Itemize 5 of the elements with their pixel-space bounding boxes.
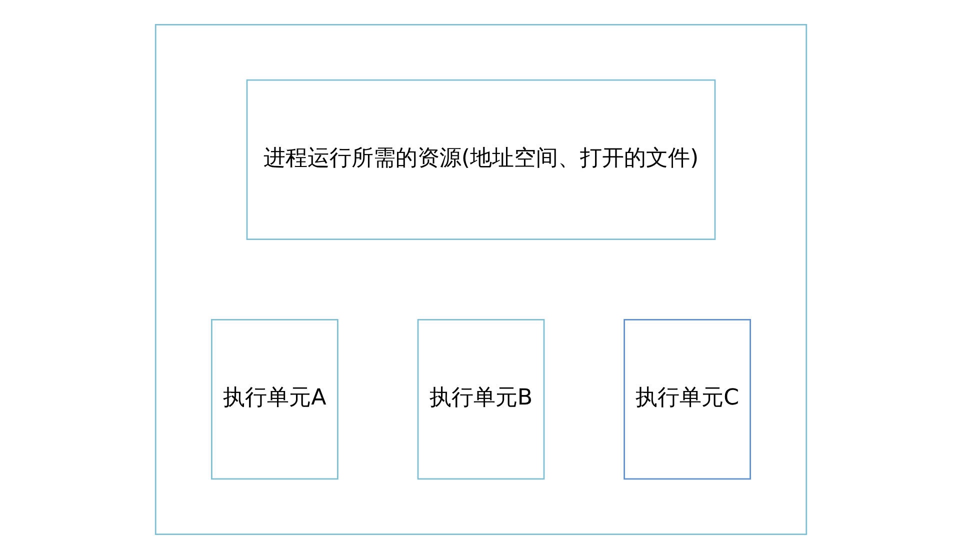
node-box: 进程运行所需的资源(地址空间、打开的文件) (246, 79, 716, 240)
node-box: 执行单元B (416, 318, 544, 480)
cluster (154, 24, 807, 535)
node-box: 执行单元A (210, 318, 338, 480)
node-box: 执行单元C (623, 318, 750, 480)
